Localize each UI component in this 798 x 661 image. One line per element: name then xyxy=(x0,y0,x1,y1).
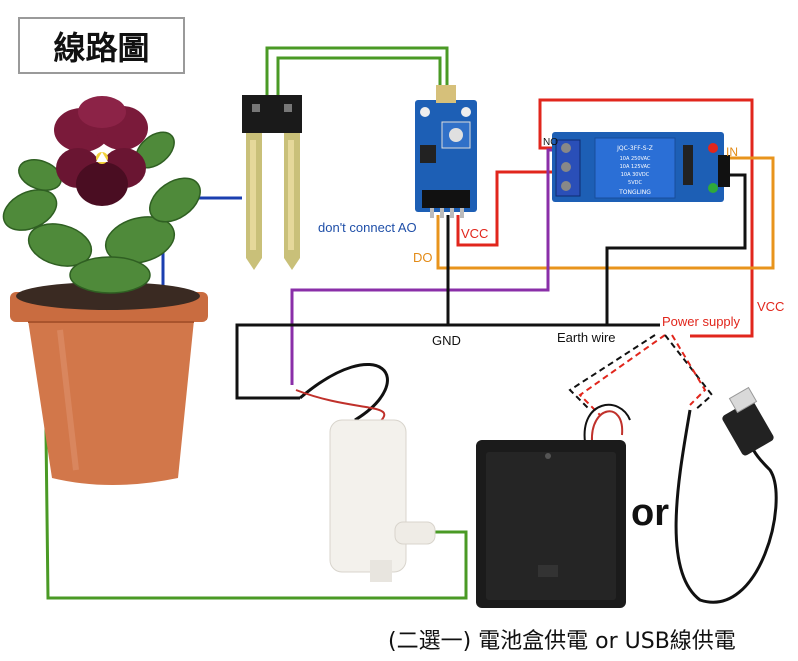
footer-caption: (二選一) 電池盒供電 or USB線供電 xyxy=(388,629,736,654)
green-wire-water xyxy=(43,349,468,600)
relay-coil: 5VDC xyxy=(628,180,642,186)
relay-rating-1: 10A 250VAC xyxy=(620,156,651,162)
dont-connect-ao-label: don't connect AO xyxy=(318,220,417,235)
battery-box xyxy=(476,403,631,608)
power-vcc-label: VCC xyxy=(757,299,785,314)
black-wire-gnd xyxy=(235,215,450,400)
usb-cable xyxy=(674,386,778,604)
relay-rating-2: 10A 125VAC xyxy=(620,164,651,170)
pansy-flower xyxy=(54,96,148,206)
diagram-title: 線路圖 xyxy=(18,17,185,74)
orange-wire-do xyxy=(436,156,775,270)
sensor-do-label: DO xyxy=(413,250,433,265)
relay-model-text: JQC-3FF-S-Z xyxy=(616,145,653,152)
sensor-vcc-label: VCC xyxy=(461,226,489,241)
water-pump xyxy=(295,363,436,582)
red-wire-vcc xyxy=(456,170,558,247)
relay-brand: TONGLING xyxy=(618,189,651,196)
or-label: or xyxy=(631,492,669,534)
relay-module: JQC-3FF-S-Z 10A 250VAC 10A 125VAC 10A 30… xyxy=(552,132,730,202)
relay-rating-3: 10A 30VDC xyxy=(621,172,650,178)
relay-in-label: IN xyxy=(726,145,738,159)
sensor-module xyxy=(415,85,477,218)
plant-leaves xyxy=(2,131,201,294)
gnd-label: GND xyxy=(432,333,461,348)
dashed-power-branch xyxy=(568,334,714,416)
relay-no-label: NO xyxy=(543,137,558,148)
power-supply-label: Power supply xyxy=(662,314,741,329)
earth-wire-label: Earth wire xyxy=(557,330,616,345)
red-wire-power-loop xyxy=(538,98,754,338)
green-wire-probe-sensor xyxy=(265,46,449,95)
plant-pot xyxy=(10,282,208,485)
moisture-probe xyxy=(242,95,302,270)
black-wire-earth xyxy=(605,173,747,325)
